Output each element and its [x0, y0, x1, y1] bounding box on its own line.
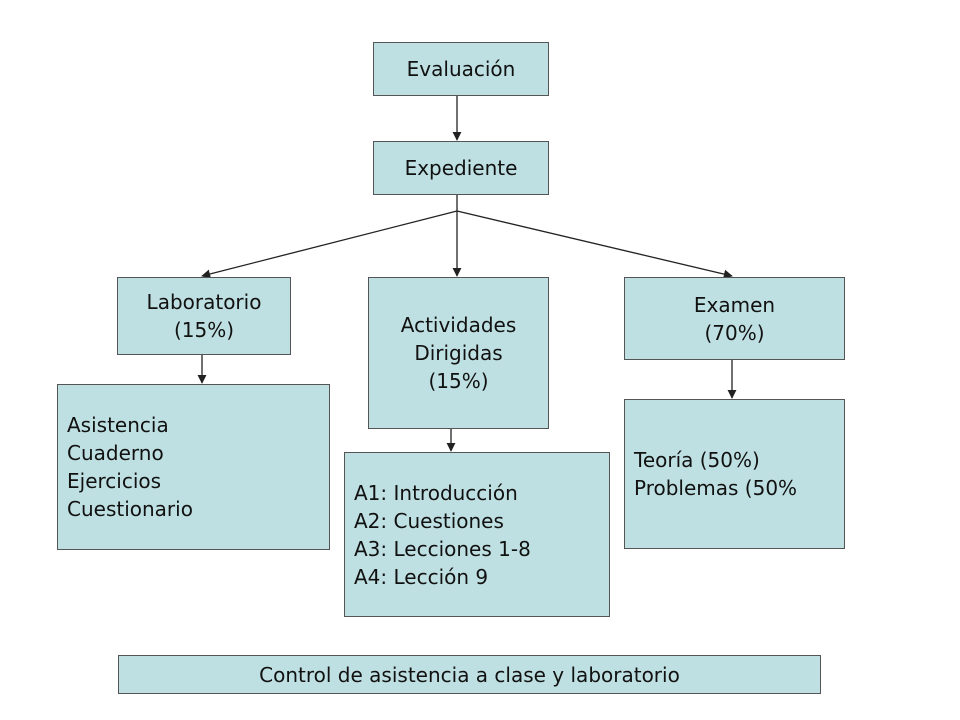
node-control-line-1: Control de asistencia a clase y laborato…	[259, 662, 680, 687]
node-actividades: Actividades Dirigidas (15%)	[368, 277, 549, 429]
node-actividades-line-1: Actividades	[400, 313, 517, 337]
node-act-items: A1: Introducción A2: Cuestiones A3: Lecc…	[344, 452, 610, 617]
node-laboratorio-line-2: (15%)	[173, 318, 235, 342]
node-exam-items: Teoría (50%) Problemas (50%	[624, 399, 845, 549]
arrow-expediente-examen	[456, 210, 733, 279]
node-evaluacion: Evaluación	[373, 42, 549, 96]
node-exam-items-line-2: Problemas (50%	[634, 476, 798, 500]
node-act-items-line-2: A2: Cuestiones	[354, 508, 504, 533]
node-examen-line-2: (70%)	[704, 320, 765, 345]
node-lab-items: Asistencia Cuaderno Ejercicios Cuestiona…	[57, 384, 330, 550]
node-exam-items-line-1: Teoría (50%)	[634, 448, 760, 472]
node-expediente: Expediente	[373, 141, 549, 195]
node-act-items-line-4: A4: Lección 9	[354, 564, 489, 589]
node-examen: Examen (70%)	[624, 277, 845, 360]
node-expediente-line-1: Expediente	[404, 156, 518, 180]
node-lab-items-line-3: Ejercicios	[67, 469, 162, 493]
node-evaluacion-line-1: Evaluación	[406, 57, 516, 81]
node-laboratorio-line-1: Laboratorio	[146, 290, 262, 314]
node-examen-line-1: Examen	[693, 292, 776, 317]
node-lab-items-line-2: Cuaderno	[67, 441, 164, 465]
node-lab-items-line-4: Cuestionario	[67, 497, 193, 521]
arrow-expediente-laboratorio	[201, 210, 458, 279]
node-act-items-line-3: A3: Lecciones 1-8	[354, 536, 531, 561]
node-laboratorio: Laboratorio (15%)	[117, 277, 291, 355]
node-actividades-line-2: Dirigidas	[414, 341, 503, 365]
node-actividades-line-3: (15%)	[428, 369, 489, 393]
node-act-items-line-1: A1: Introducción	[354, 480, 518, 505]
node-lab-items-line-1: Asistencia	[67, 413, 169, 437]
node-control: Control de asistencia a clase y laborato…	[118, 655, 821, 694]
